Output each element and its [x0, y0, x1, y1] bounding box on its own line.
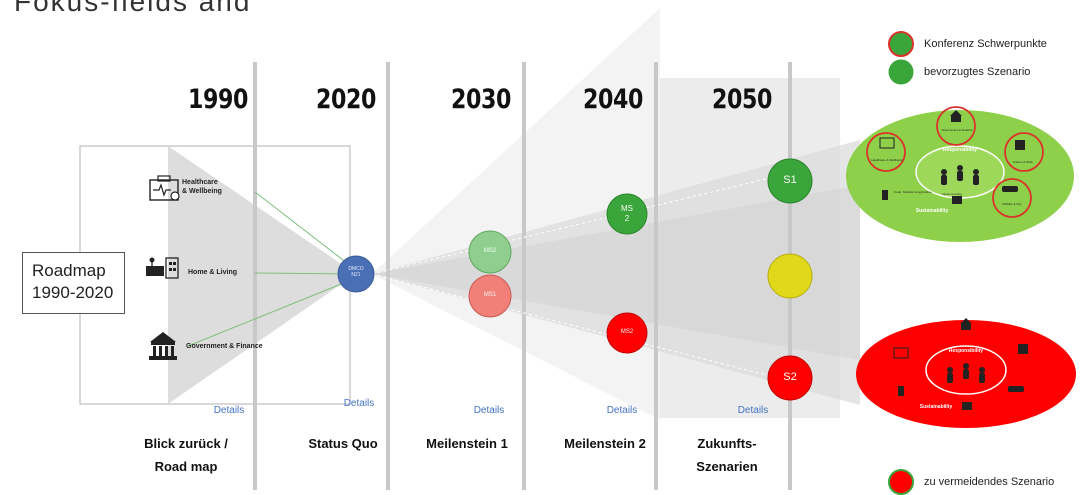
sector-healthcare-line1: Healthcare: [182, 179, 218, 186]
legend-conference-focus: Konferenz Schwerpunkte: [924, 38, 1047, 50]
column-label-roadmap-line2: Road map: [154, 459, 218, 474]
green-scenario-card[interactable]: [846, 106, 1074, 242]
details-link-5[interactable]: Details: [737, 405, 769, 416]
green-card-bottom-label: Sustainability: [915, 208, 949, 214]
green-card-home-label: Home & Living: [942, 192, 962, 196]
scenario-s1-label: S1: [783, 174, 797, 186]
red-card-bottom-label: Sustainability: [919, 404, 953, 410]
green-card-center-label: Responsibility: [942, 147, 978, 153]
green-card-mobility-label: Mobility & City: [1002, 202, 1022, 206]
scenario-s2-node[interactable]: [767, 355, 813, 401]
details-link-3[interactable]: Details: [473, 405, 505, 416]
scenario-s1-node[interactable]: [767, 158, 813, 204]
healthcare-icon: [149, 175, 180, 201]
ms1-label: MS1: [483, 292, 497, 298]
header-cut-text: Fokus-fields and: [14, 0, 252, 17]
connector-government: [187, 277, 357, 347]
column-label-roadmap-line1: Blick zurück /: [144, 436, 228, 451]
fan-cone-inner: [372, 140, 860, 405]
column-label-milestone-1: Meilenstein 1: [426, 436, 508, 451]
column-label-roadmap: Blick zurück / Road map: [116, 432, 256, 478]
ms5-2-label-line2: 2: [624, 214, 630, 223]
connector-healthcare: [254, 191, 357, 271]
year-2020: 2020: [316, 84, 376, 115]
legend-preferred-icon: [888, 59, 914, 85]
red-card-center-label: Responsibility: [948, 348, 984, 354]
ms2-red-label: MS2: [620, 329, 634, 335]
roadmap-box-line1: Roadmap: [32, 261, 106, 280]
details-link-4[interactable]: Details: [606, 405, 638, 416]
milestone-ms5-2-node[interactable]: [606, 193, 648, 235]
column-label-status-quo: Status Quo: [308, 436, 378, 451]
government-icon: [149, 332, 177, 360]
column-label-future-line2: Szenarien: [696, 459, 758, 474]
year-1990: 1990: [188, 84, 248, 115]
scenario-s2-label: S2: [783, 371, 797, 383]
legend-avoid-icon: [888, 469, 914, 495]
status-quo-label: DMCO N21: [340, 266, 372, 278]
projection-s2: [371, 273, 771, 377]
projection-s1: [371, 177, 771, 275]
column-label-future-line1: Zukunfts-: [697, 436, 757, 451]
milestone-ms1-node[interactable]: [468, 274, 512, 318]
status-quo-label-line2: N21: [351, 272, 361, 278]
milestone-ms2-light-node[interactable]: [468, 230, 512, 274]
ms2-light-label: MS2: [483, 248, 497, 254]
year-2040: 2040: [583, 84, 643, 115]
status-quo-label-line1: DMCO: [348, 266, 364, 272]
year-2030: 2030: [451, 84, 511, 115]
legend-avoid-scenario: zu vermeidendes Szenario: [924, 476, 1055, 488]
green-card-government-label: Government & Finance: [941, 128, 973, 132]
sector-label-healthcare: Healthcare & Wellbeing: [182, 178, 222, 196]
legend-conference-icon: [888, 31, 914, 57]
ms5-2-label: MS 2: [607, 204, 647, 224]
status-quo-node[interactable]: [337, 255, 375, 293]
ms5-2-label-line1: MS: [621, 204, 633, 213]
fan-cone-core: [372, 185, 860, 360]
sector-healthcare-line2: & Wellbeing: [182, 188, 222, 195]
roadmap-box[interactable]: Roadmap 1990-2020: [22, 252, 125, 314]
details-link-1[interactable]: Details: [213, 405, 245, 416]
column-label-future-scenarios: Zukunfts- Szenarien: [657, 432, 797, 478]
milestone-ms2-red-node[interactable]: [606, 312, 648, 354]
red-scenario-card[interactable]: [856, 318, 1076, 428]
sector-label-government: Government & Finance: [186, 343, 263, 350]
sector-label-home: Home & Living: [188, 269, 238, 276]
details-link-2[interactable]: Details: [343, 398, 375, 409]
green-card-healthcare-label: Healthcare & Wellbeing: [871, 158, 903, 162]
scenario-neutral-node[interactable]: [767, 253, 813, 299]
home-icon: [146, 257, 179, 279]
green-card-work-label: Future of Work: [1013, 160, 1033, 164]
legend-preferred-scenario: bevorzugtes Szenario: [924, 66, 1031, 78]
column-label-milestone-2: Meilenstein 2: [564, 436, 646, 451]
roadmap-cone: [168, 146, 356, 404]
roadmap-box-line2: 1990-2020: [32, 283, 114, 302]
year-2050: 2050: [712, 84, 772, 115]
green-card-food-label: Food, Nutrition & Agriculture: [894, 190, 932, 194]
